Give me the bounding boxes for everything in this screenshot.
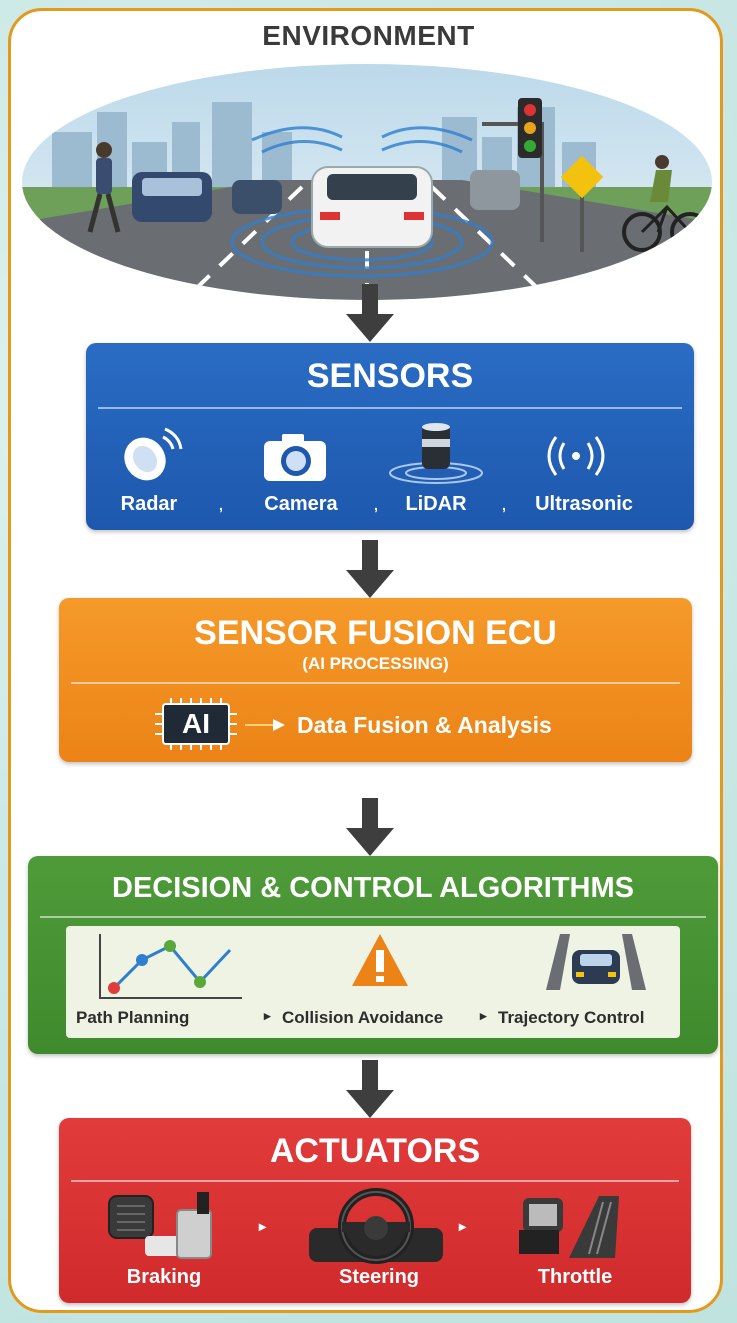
- sensor-separator: ,: [374, 497, 378, 513]
- fusion-subtitle: (AI PROCESSING): [302, 654, 449, 673]
- camera-icon: [264, 434, 326, 481]
- lidar-icon: [389, 423, 483, 484]
- decision-separator: ▸: [480, 1008, 487, 1023]
- sensor-separator: ,: [219, 497, 223, 513]
- actuator-separator: ▸: [259, 1218, 267, 1234]
- decision-divider: [40, 916, 706, 918]
- arrow-right-icon: [245, 719, 285, 731]
- sensor-label-radar: Radar: [120, 493, 178, 515]
- sensor-separator: ,: [502, 497, 506, 513]
- trajectory-car-icon: [546, 934, 646, 990]
- ai-chip-label: AI: [182, 708, 210, 739]
- actuator-separator: ▸: [459, 1218, 467, 1234]
- flow-arrow-env-to-sensors: [346, 284, 394, 342]
- flow-arrow-decision-to-actuators: [346, 1060, 394, 1118]
- fusion-output-label: Data Fusion & Analysis: [297, 712, 552, 738]
- decision-panel: DECISION & CONTROL ALGORITHMS Path Plann…: [28, 856, 718, 1054]
- decision-label-path-planning: Path Planning: [76, 1008, 190, 1027]
- sensor-label-camera: Camera: [264, 493, 338, 515]
- actuators-title: ACTUATORS: [269, 1132, 481, 1170]
- actuator-label-throttle: Throttle: [537, 1266, 613, 1288]
- decision-separator: ▸: [264, 1008, 271, 1023]
- sensors-title: SENSORS: [306, 357, 474, 395]
- sensor-label-ultrasonic: Ultrasonic: [535, 493, 633, 515]
- environment-scene: [22, 64, 712, 300]
- throttle-pedal-icon: [519, 1196, 619, 1258]
- flow-arrow-sensors-to-fusion: [346, 540, 394, 598]
- decision-label-trajectory-control: Trajectory Control: [498, 1008, 645, 1027]
- radar-icon: [124, 427, 183, 481]
- steering-wheel-icon: [309, 1188, 443, 1264]
- actuators-panel: ACTUATORS Braking ▸ Steering ▸ Throttle: [59, 1118, 691, 1303]
- fusion-panel: SENSOR FUSION ECU (AI PROCESSING) AI Dat…: [59, 598, 692, 762]
- ultrasonic-icon: [547, 436, 605, 476]
- fusion-divider: [71, 682, 680, 684]
- sensors-divider: [98, 407, 682, 409]
- decision-label-collision-avoidance: Collision Avoidance: [282, 1008, 444, 1027]
- brake-pedal-icon: [108, 1192, 212, 1259]
- ai-chip-icon: [155, 698, 237, 750]
- decision-content-box: Path Planning ▸ Collision Avoidance ▸ Tr…: [66, 926, 680, 1038]
- path-planning-icon: [99, 934, 242, 999]
- sensor-label-lidar: LiDAR: [405, 493, 467, 515]
- actuator-label-braking: Braking: [126, 1266, 202, 1288]
- environment-title: ENVIRONMENT: [262, 20, 475, 51]
- sensors-panel: SENSORS Radar , Camera , LiDAR , Ultraso…: [86, 343, 694, 530]
- actuators-divider: [71, 1180, 679, 1182]
- actuator-label-steering: Steering: [338, 1266, 420, 1288]
- warning-icon: [352, 934, 408, 986]
- decision-title: DECISION & CONTROL ALGORITHMS: [112, 872, 634, 904]
- flow-arrow-fusion-to-decision: [346, 798, 394, 856]
- fusion-title: SENSOR FUSION ECU: [194, 614, 557, 652]
